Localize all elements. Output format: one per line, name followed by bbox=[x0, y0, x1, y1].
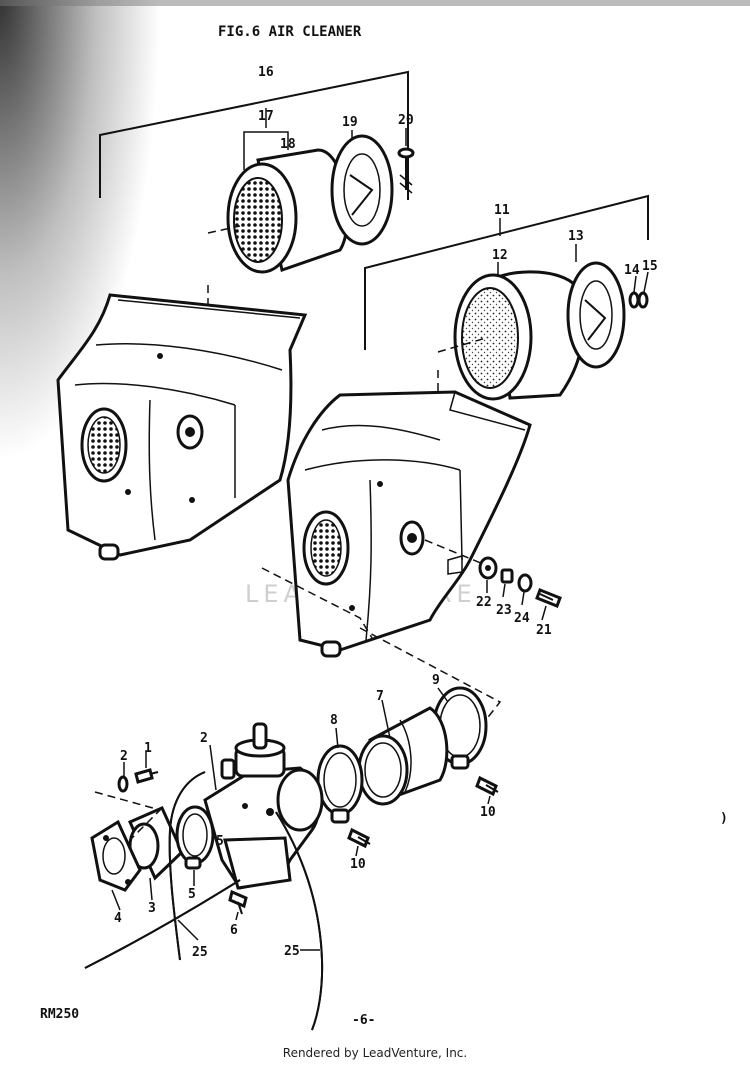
filter-cap-lower bbox=[566, 261, 626, 369]
callout-labels: 1 2 2 3 4 5 5 6 7 8 9 10 10 11 12 13 14 … bbox=[114, 65, 658, 960]
callout-8: 8 bbox=[330, 713, 338, 728]
margin-mark: ) bbox=[720, 811, 728, 826]
callout-4: 4 bbox=[114, 911, 122, 926]
callout-1: 1 bbox=[144, 741, 152, 756]
callout-15: 15 bbox=[642, 259, 658, 274]
assembly-guide-line bbox=[359, 627, 502, 741]
callout-24: 24 bbox=[514, 611, 530, 626]
carb-guide-line bbox=[94, 791, 162, 841]
callout-9: 9 bbox=[432, 673, 440, 688]
callout-23: 23 bbox=[496, 603, 512, 618]
callout-13: 13 bbox=[568, 229, 584, 244]
callout-14: 14 bbox=[624, 263, 640, 278]
wing-bolt-20 bbox=[397, 147, 415, 194]
washer-2 bbox=[117, 775, 129, 793]
leader-lines bbox=[111, 271, 649, 951]
callout-25-left: 25 bbox=[192, 945, 208, 960]
callout-6: 6 bbox=[230, 923, 238, 938]
callout-2-hose: 2 bbox=[200, 731, 208, 746]
callout-17: 17 bbox=[258, 109, 274, 124]
callout-7: 7 bbox=[376, 689, 384, 704]
callout-16: 16 bbox=[258, 65, 274, 80]
bolt-10-left bbox=[347, 827, 371, 849]
page-number: -6- bbox=[352, 1013, 375, 1028]
air-box-left bbox=[56, 225, 308, 561]
rendered-by-credit: Rendered by LeadVenture, Inc. bbox=[282, 1046, 468, 1060]
scan-top-edge bbox=[0, 0, 750, 6]
clamp-5 bbox=[175, 805, 215, 870]
callout-10-left: 10 bbox=[350, 857, 366, 872]
callout-10-right: 10 bbox=[480, 805, 496, 820]
callout-3: 3 bbox=[148, 901, 156, 916]
filter-element-upper bbox=[226, 148, 349, 274]
mounting-hardware bbox=[478, 556, 562, 608]
air-box-right bbox=[261, 337, 532, 658]
callout-5: 5 bbox=[188, 887, 196, 902]
bolt-10-right bbox=[475, 775, 499, 797]
callout-19: 19 bbox=[342, 115, 358, 130]
carburetor bbox=[203, 722, 324, 890]
screw-6 bbox=[228, 889, 248, 915]
clamp-8 bbox=[316, 744, 364, 824]
gasket-4 bbox=[90, 819, 142, 892]
callout-11: 11 bbox=[494, 203, 510, 218]
figure-title: FIG.6 AIR CLEANER bbox=[218, 24, 362, 40]
screw-1 bbox=[134, 768, 159, 784]
intake-boot-7 bbox=[357, 706, 449, 806]
filter-cap-upper bbox=[330, 134, 394, 246]
callout-18: 18 bbox=[280, 137, 296, 152]
model-code: RM250 bbox=[40, 1007, 79, 1022]
callout-5-carb: 5 bbox=[216, 834, 224, 849]
callout-12: 12 bbox=[492, 248, 508, 263]
callout-2: 2 bbox=[120, 749, 128, 764]
callout-20: 20 bbox=[398, 113, 414, 128]
callout-22: 22 bbox=[476, 595, 492, 610]
filter-element-lower bbox=[453, 270, 585, 401]
callout-25-right: 25 bbox=[284, 944, 300, 959]
callout-21: 21 bbox=[536, 623, 552, 638]
bracket-11 bbox=[364, 194, 649, 350]
washers-14-15 bbox=[628, 291, 649, 309]
vent-hoses bbox=[84, 771, 324, 1031]
